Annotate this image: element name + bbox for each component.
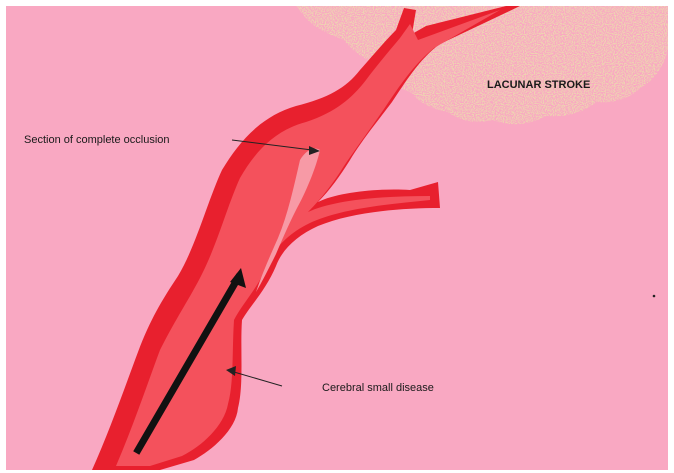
speck bbox=[653, 295, 656, 298]
lacunar-stroke-label: LACUNAR STROKE bbox=[487, 79, 590, 91]
small-disease-label: Cerebral small disease bbox=[322, 382, 434, 394]
occlusion-label: Section of complete occlusion bbox=[24, 134, 170, 146]
